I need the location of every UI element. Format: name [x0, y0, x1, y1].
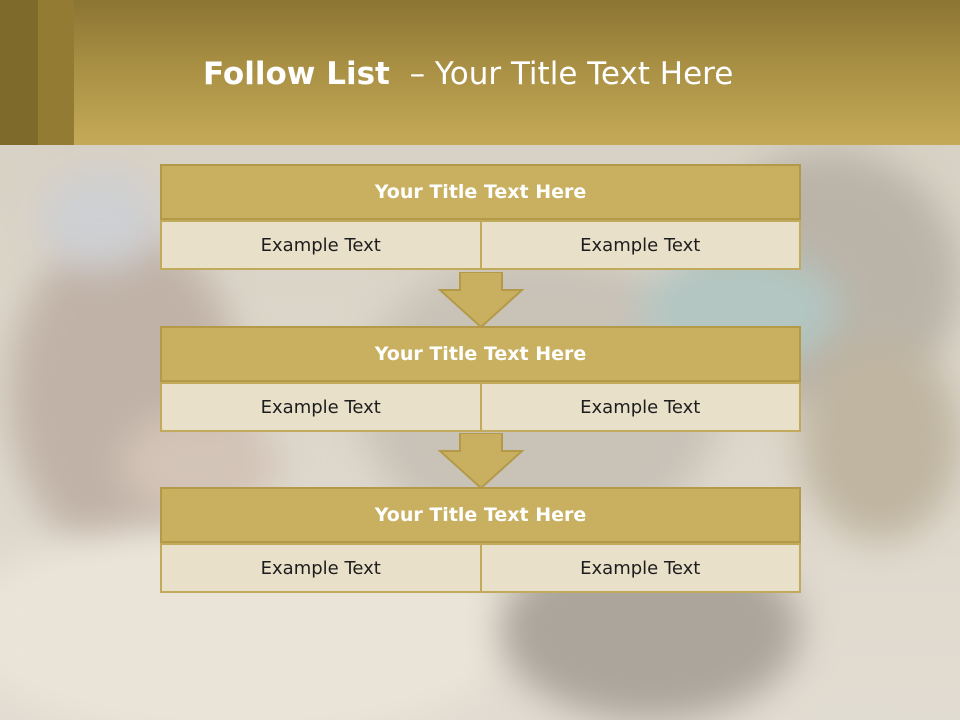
block-row: Example Text Example Text — [160, 220, 801, 270]
down-arrow-icon — [438, 272, 524, 328]
block-title: Your Title Text Here — [160, 164, 801, 220]
block-title: Your Title Text Here — [160, 487, 801, 543]
follow-block-2: Your Title Text Here Example Text Exampl… — [160, 326, 801, 432]
block-cell-left: Example Text — [160, 220, 482, 270]
block-row: Example Text Example Text — [160, 543, 801, 593]
block-cell-right: Example Text — [481, 220, 801, 270]
header-accent-stripe — [0, 0, 38, 145]
block-row: Example Text Example Text — [160, 382, 801, 432]
follow-block-3: Your Title Text Here Example Text Exampl… — [160, 487, 801, 593]
block-title: Your Title Text Here — [160, 326, 801, 382]
block-cell-left: Example Text — [160, 543, 482, 593]
title-bold: Follow List — [203, 56, 390, 92]
header-band: Follow List – Your Title Text Here — [0, 0, 960, 145]
header-accent-stripe — [38, 0, 74, 145]
down-arrow-icon — [438, 433, 524, 489]
slide-title: Follow List – Your Title Text Here — [203, 56, 733, 92]
title-rest: – Your Title Text Here — [389, 56, 734, 92]
follow-block-1: Your Title Text Here Example Text Exampl… — [160, 164, 801, 270]
block-cell-left: Example Text — [160, 382, 482, 432]
block-cell-right: Example Text — [481, 543, 801, 593]
block-cell-right: Example Text — [481, 382, 801, 432]
